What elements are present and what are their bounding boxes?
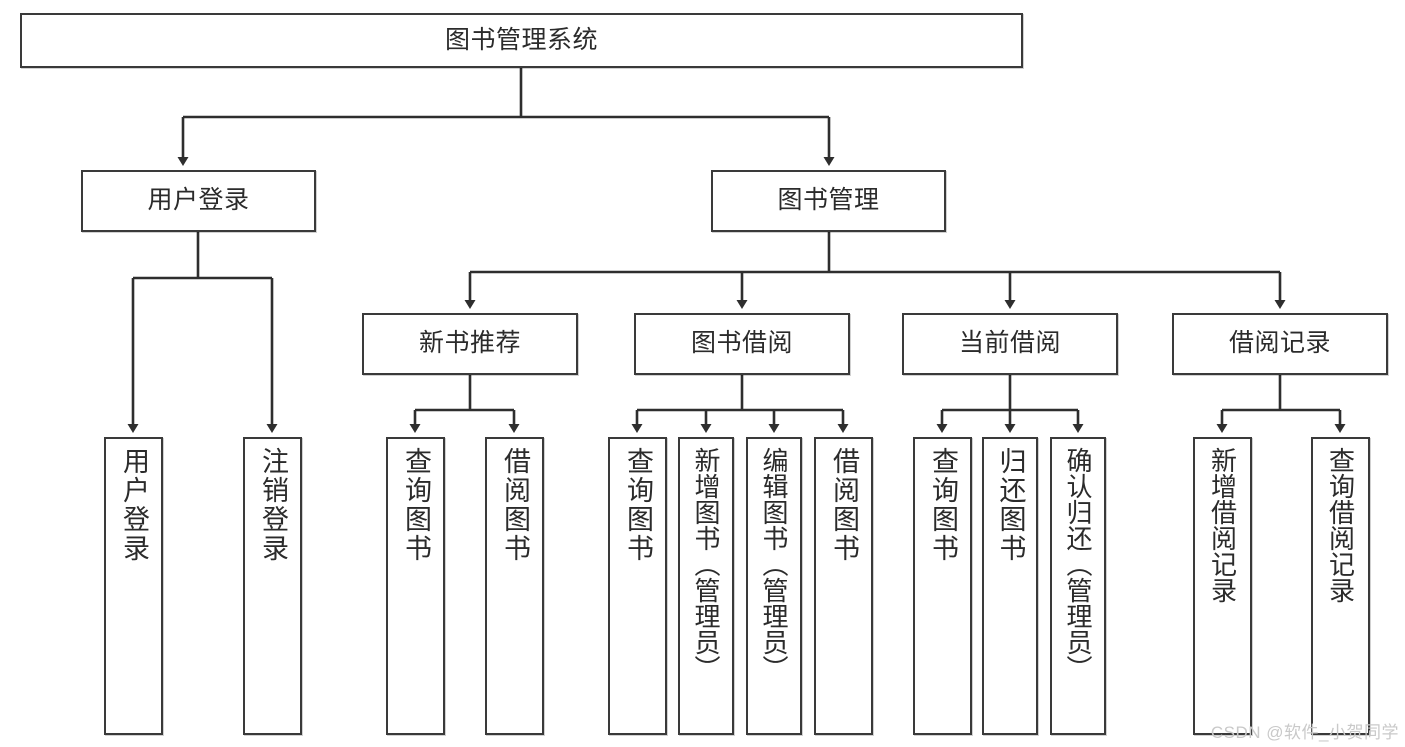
leaf-confirm-return-admin-label: 确认归还（管理员） — [1063, 447, 1093, 681]
leaf-borrow-book[interactable]: 借阅图书 — [814, 437, 873, 735]
leaf-logout-label: 注销登录 — [258, 447, 288, 563]
leaf-edit-book-admin[interactable]: 编辑图书（管理员） — [746, 437, 802, 735]
leaf-add-book-admin[interactable]: 新增图书（管理员） — [678, 437, 734, 735]
node-root[interactable]: 图书管理系统 — [20, 13, 1023, 68]
csdn-watermark: CSDN @软件_小贺同学 — [1210, 723, 1399, 742]
node-book-management[interactable]: 图书管理 — [711, 170, 946, 232]
leaf-user-login-label: 用户登录 — [119, 447, 149, 563]
node-new-book-recommend-label: 新书推荐 — [418, 329, 521, 358]
leaf-query-book-current[interactable]: 查询图书 — [913, 437, 972, 735]
node-user-login[interactable]: 用户登录 — [81, 170, 316, 232]
node-current-borrow[interactable]: 当前借阅 — [902, 313, 1118, 375]
leaf-query-book-recommend-label: 查询图书 — [401, 447, 431, 563]
leaf-edit-book-admin-label: 编辑图书（管理员） — [759, 447, 789, 681]
node-current-borrow-label: 当前借阅 — [958, 329, 1061, 358]
leaf-borrow-book-label: 借阅图书 — [829, 447, 859, 563]
leaf-query-borrow-record[interactable]: 查询借阅记录 — [1311, 437, 1370, 735]
leaf-logout[interactable]: 注销登录 — [243, 437, 302, 735]
node-new-book-recommend[interactable]: 新书推荐 — [362, 313, 578, 375]
leaf-return-book-label: 归还图书 — [995, 447, 1026, 563]
node-root-label: 图书管理系统 — [444, 25, 598, 54]
leaf-query-book-recommend[interactable]: 查询图书 — [386, 437, 445, 735]
leaf-borrow-book-recommend-label: 借阅图书 — [500, 447, 530, 563]
leaf-add-book-admin-label: 新增图书（管理员） — [691, 447, 721, 681]
leaf-query-book-borrow[interactable]: 查询图书 — [608, 437, 667, 735]
leaf-user-login[interactable]: 用户登录 — [104, 437, 163, 735]
leaf-return-book[interactable]: 归还图书 — [982, 437, 1038, 735]
node-borrow-record[interactable]: 借阅记录 — [1172, 313, 1388, 375]
node-borrow-record-label: 借阅记录 — [1228, 329, 1331, 358]
leaf-add-borrow-record-label: 新增借阅记录 — [1207, 447, 1238, 603]
node-book-management-label: 图书管理 — [777, 186, 880, 215]
leaf-borrow-book-recommend[interactable]: 借阅图书 — [485, 437, 544, 735]
leaf-confirm-return-admin[interactable]: 确认归还（管理员） — [1050, 437, 1106, 735]
leaf-query-book-current-label: 查询图书 — [928, 447, 958, 563]
node-book-borrow[interactable]: 图书借阅 — [634, 313, 850, 375]
node-user-login-label: 用户登录 — [147, 186, 250, 215]
node-book-borrow-label: 图书借阅 — [690, 329, 793, 358]
leaf-add-borrow-record[interactable]: 新增借阅记录 — [1193, 437, 1252, 735]
leaf-query-borrow-record-label: 查询借阅记录 — [1325, 447, 1356, 603]
leaf-query-book-borrow-label: 查询图书 — [623, 447, 653, 563]
